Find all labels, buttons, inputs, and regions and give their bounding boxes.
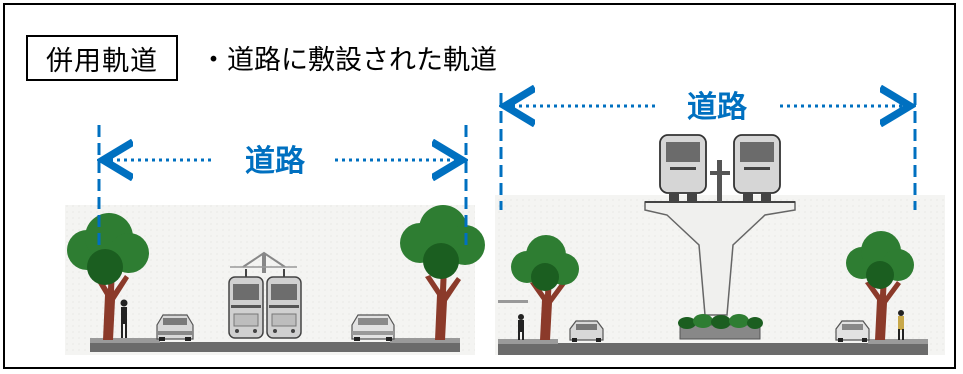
term-box: 併用軌道 bbox=[26, 35, 178, 81]
right-road-dimension: 道路 bbox=[501, 90, 917, 210]
car-icon bbox=[569, 320, 604, 342]
catenary-pole bbox=[230, 251, 297, 273]
right-elevated-section bbox=[495, 134, 945, 355]
center-mast bbox=[710, 160, 730, 202]
tree-icon bbox=[846, 231, 914, 340]
left-sidewalk bbox=[90, 338, 160, 343]
definition-text: ・道路に敷設された軌道 bbox=[200, 45, 497, 76]
car-icon bbox=[156, 314, 194, 341]
right-sidewalk bbox=[390, 338, 460, 343]
monorail-car-icon bbox=[659, 134, 707, 202]
left-sidewalk bbox=[498, 339, 558, 344]
car-icon bbox=[351, 314, 395, 341]
cross-section-illustration: 道路 bbox=[65, 5, 945, 355]
monorail-car-icon bbox=[733, 134, 781, 202]
left-road-dimension: 道路 bbox=[99, 125, 466, 245]
car-icon bbox=[835, 320, 870, 342]
road-label: 道路 bbox=[245, 144, 306, 179]
right-sidewalk bbox=[868, 339, 928, 344]
median-planting bbox=[678, 314, 763, 340]
tree-icon bbox=[400, 205, 485, 340]
left-street-section bbox=[65, 205, 485, 355]
tree-icon bbox=[511, 235, 579, 340]
road-label: 道路 bbox=[687, 90, 748, 125]
term-label: 併用軌道 bbox=[46, 45, 158, 77]
pedestrian-icon bbox=[898, 310, 904, 340]
tram-icon bbox=[266, 269, 302, 339]
fence-rail bbox=[498, 300, 528, 303]
pedestrian-icon bbox=[120, 299, 128, 338]
diagram-frame: 併用軌道 ・道路に敷設された軌道 bbox=[3, 3, 956, 369]
left-road-surface bbox=[90, 342, 460, 352]
right-road-surface bbox=[498, 343, 928, 355]
tree-icon bbox=[67, 213, 149, 340]
tram-icon bbox=[228, 269, 264, 339]
pedestrian-icon bbox=[518, 314, 524, 340]
